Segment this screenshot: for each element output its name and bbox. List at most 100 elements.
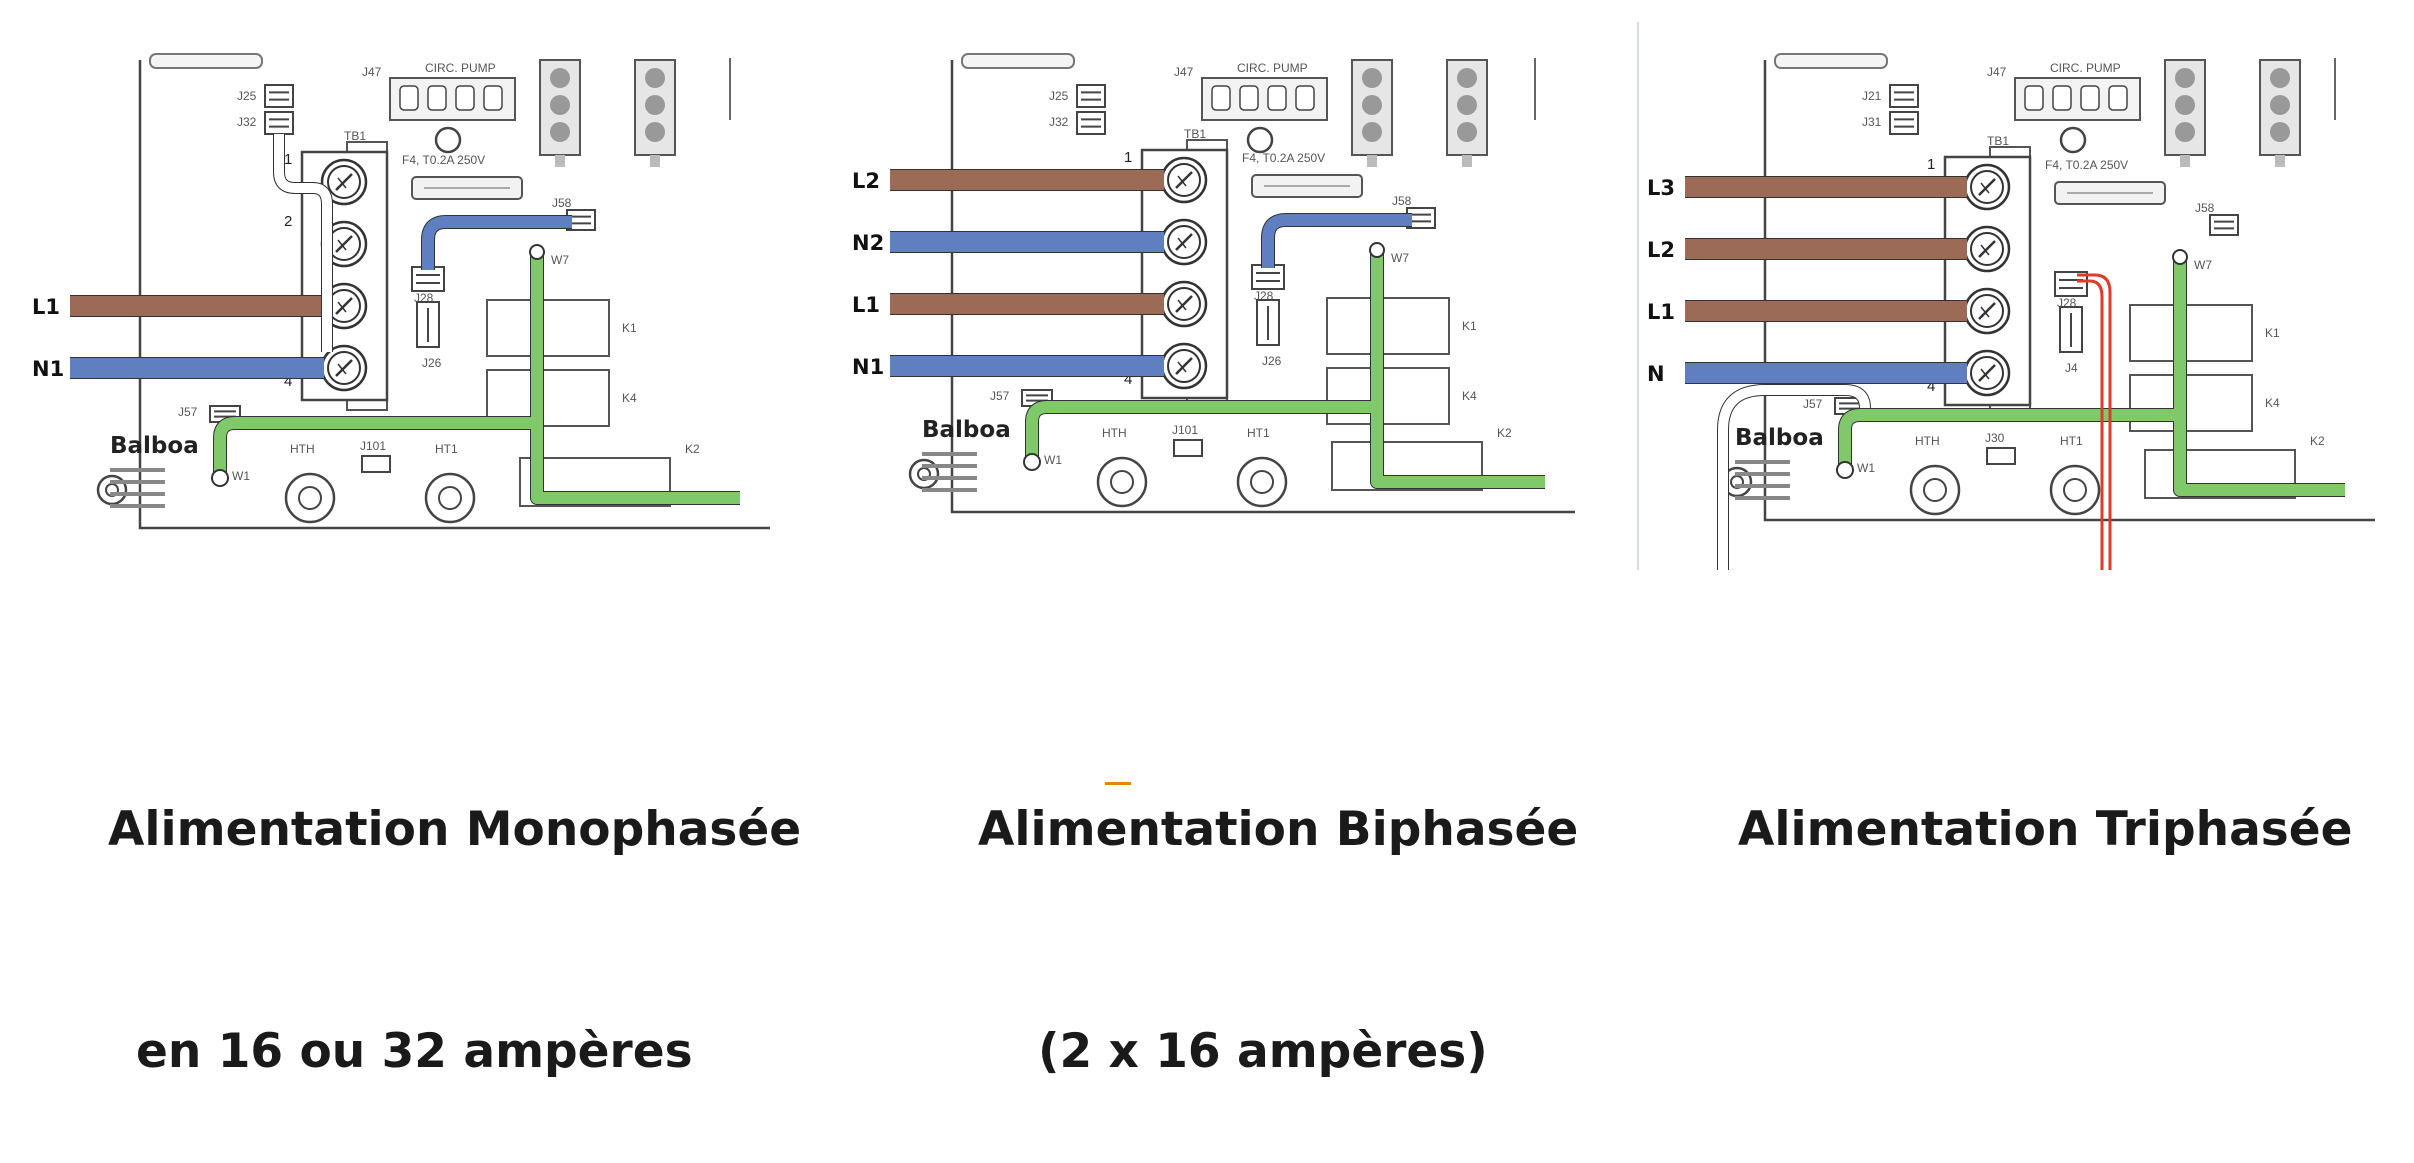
plug-pin xyxy=(2270,95,2290,115)
k4-label: K4 xyxy=(1462,389,1477,403)
k1-label: K1 xyxy=(622,321,637,335)
plug-pin xyxy=(550,122,570,142)
j26-label: J26 xyxy=(1262,354,1282,368)
plug-pin xyxy=(1362,95,1382,115)
mount-hole xyxy=(1246,126,1274,154)
terminal-screw-4-slot xyxy=(335,359,353,377)
j32-label: J32 xyxy=(1049,115,1069,129)
tb1-label: TB1 xyxy=(344,129,366,143)
plug-pin xyxy=(2270,68,2290,88)
brand-fineprint xyxy=(1735,496,1790,500)
terminal-screw-4-slot2 xyxy=(1980,368,1990,380)
terminal-number-4: 4 xyxy=(1124,371,1132,388)
j25-connector xyxy=(1076,84,1106,108)
w7-label: W7 xyxy=(2194,258,2212,272)
circ-pin xyxy=(399,85,419,111)
j32-label: J32 xyxy=(237,115,257,129)
j25-connector xyxy=(1889,84,1919,108)
brand-fineprint xyxy=(922,488,977,492)
brand-logo: Balboa xyxy=(1735,425,1824,451)
k2-label: K2 xyxy=(685,442,700,456)
mount-circle-1-inner xyxy=(1110,470,1134,494)
w1-label: W1 xyxy=(1857,461,1875,475)
plug-pin xyxy=(2175,122,2195,142)
terminal-screw-1-slot xyxy=(1175,171,1193,189)
k2-label: K2 xyxy=(2310,434,2325,448)
plug-pin xyxy=(1457,95,1477,115)
wire-label-n2: N2 xyxy=(852,231,884,255)
w7-terminal xyxy=(1369,242,1385,258)
caption-mono-line1: Alimentation Monophasée xyxy=(108,802,802,857)
w7-terminal xyxy=(2172,249,2188,265)
wire-label-l1: L1 xyxy=(32,295,60,319)
board-outline xyxy=(138,60,770,530)
terminal-screw-4-slot2 xyxy=(1177,361,1187,373)
j101-connector xyxy=(1173,439,1203,457)
wire-label-n1: N1 xyxy=(852,355,884,379)
circ-pin xyxy=(1239,85,1259,111)
j101-label: J30 xyxy=(1985,431,2005,445)
jumper-wire-white xyxy=(274,134,332,352)
w7-label: W7 xyxy=(551,253,569,267)
terminal-screw-2-slot xyxy=(1175,233,1193,251)
ground-wire xyxy=(1026,254,1545,488)
w1-terminal xyxy=(1023,453,1041,471)
wire-label-l1: L1 xyxy=(852,293,880,317)
j26-label: J4 xyxy=(2065,361,2078,375)
terminal-screw-2-slot2 xyxy=(1980,244,1990,256)
terminal-number-2: 2 xyxy=(284,213,292,230)
terminal-screw-2-slot xyxy=(1978,240,1996,258)
j32-label: J31 xyxy=(1862,115,1882,129)
terminal-number-1: 1 xyxy=(284,151,292,168)
relay-k4 xyxy=(1326,367,1450,425)
brand-fineprint xyxy=(1735,460,1790,464)
caption-underline-mark xyxy=(1105,782,1131,785)
tb1-label: TB1 xyxy=(1184,127,1206,141)
terminal-screw-4-slot xyxy=(1978,364,1996,382)
caption-mono-line2: en 16 ou 32 ampères xyxy=(136,1024,693,1079)
terminal-number-1: 1 xyxy=(1124,149,1132,166)
mount-circle-2-inner xyxy=(438,486,462,510)
brand-fineprint xyxy=(1735,472,1790,476)
j101-connector xyxy=(361,455,391,473)
plug-leg xyxy=(2180,155,2190,167)
jumper-wire-blue xyxy=(1262,214,1412,268)
plug-pin xyxy=(550,95,570,115)
terminal-screw-2-slot xyxy=(335,235,353,253)
fuse-label: F4, T0.2A 250V xyxy=(402,153,485,167)
ground-wire xyxy=(1839,261,2345,496)
j58-label: J58 xyxy=(552,196,572,210)
jumper-wire-blue xyxy=(422,216,572,270)
w1-label: W1 xyxy=(232,469,250,483)
j101-label: J101 xyxy=(1172,423,1198,437)
k4-label: K4 xyxy=(622,391,637,405)
terminal-screw-1-slot2 xyxy=(1177,175,1187,187)
terminal-screw-1-slot xyxy=(335,173,353,191)
terminal-number-4: 4 xyxy=(1927,378,1935,395)
brand-fineprint xyxy=(922,464,977,468)
brand-logo: Balboa xyxy=(110,433,199,459)
k2-label: K2 xyxy=(1497,426,1512,440)
j25-label: J21 xyxy=(1862,89,1882,103)
top-slot xyxy=(149,53,263,69)
k1-label: K1 xyxy=(1462,319,1477,333)
mount-hole xyxy=(2059,126,2087,154)
j47-label: J47 xyxy=(1987,65,2007,79)
j57-label: J57 xyxy=(990,389,1010,403)
terminal-screw-3-slot2 xyxy=(337,301,347,313)
wire-label-l2: L2 xyxy=(852,169,880,193)
circ-pump-label: CIRC. PUMP xyxy=(2050,61,2121,75)
circ-pin xyxy=(2108,85,2128,111)
caption-tri: Alimentation Triphasée xyxy=(1738,645,2353,941)
mount-circle-1-inner xyxy=(1923,478,1947,502)
circ-pin xyxy=(2052,85,2072,111)
circ-pin xyxy=(455,85,475,111)
mount-circle-2-inner xyxy=(1250,470,1274,494)
w7-terminal xyxy=(529,244,545,260)
circ-pin xyxy=(2080,85,2100,111)
plug-pin xyxy=(1362,122,1382,142)
relay-k1 xyxy=(486,299,610,357)
